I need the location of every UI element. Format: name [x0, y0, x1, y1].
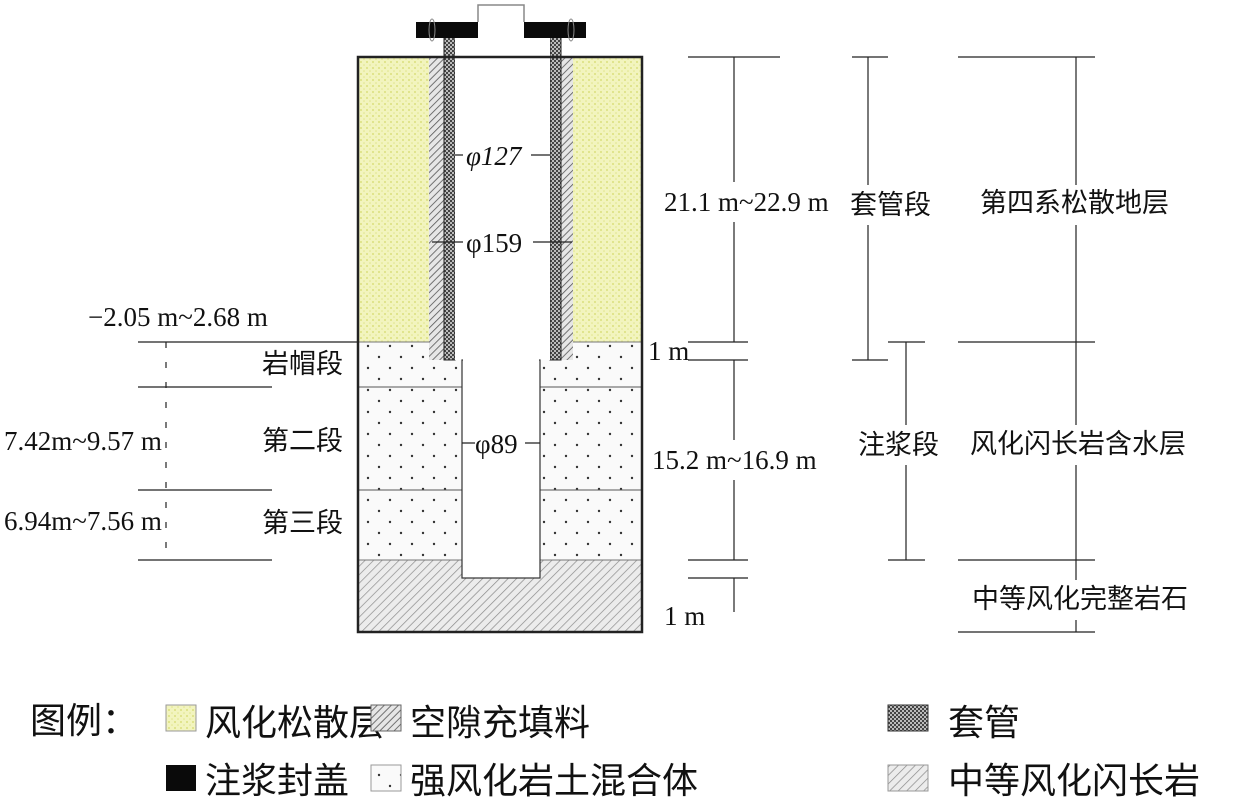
grout-segment-label: 注浆段 [858, 430, 939, 460]
legend-casing: 套管 [948, 703, 1020, 743]
segment-third: 第三段 [262, 508, 343, 538]
gap-fill-left [429, 57, 444, 360]
casing-segment-label: 套管段 [850, 190, 931, 220]
segment-third-length: 6.94m~7.56 m [4, 506, 162, 536]
gap-bottom-label: 1 m [664, 601, 705, 631]
segment-rock-cap: 岩帽段 [262, 349, 343, 379]
diameter-127-label: φ127 [466, 141, 523, 171]
diameter-89-label: φ89 [475, 429, 518, 459]
segment-second: 第二段 [262, 426, 343, 456]
legend-loose-layer: 风化松散层 [205, 703, 385, 743]
legend: 图例： 风化松散层 空隙充填料 套管 注浆封盖 强风化岩土混合体 中等风化闪长岩 [30, 701, 1200, 801]
grout-cap-left [416, 22, 478, 38]
pipe-dimensions: φ127 φ159 φ89 [432, 140, 572, 459]
legend-gap-fill: 空隙充填料 [410, 703, 590, 743]
top-depth-label: −2.05 m~2.68 m [88, 302, 268, 332]
casing-left [443, 32, 456, 361]
legend-medium-rock: 中等风化闪长岩 [948, 761, 1200, 801]
gap-fill-right [561, 57, 573, 360]
segment-second-length: 7.42m~9.57 m [4, 426, 162, 456]
legend-weathered-mix: 强风化岩土混合体 [410, 761, 698, 801]
legend-grout-cap: 注浆封盖 [205, 761, 349, 801]
diameter-159-label: φ159 [466, 228, 522, 258]
right-dimensions: 21.1 m~22.9 m 1 m 15.2 m~16.9 m 1 m 套管段 … [648, 56, 1238, 633]
grout-length-label: 15.2 m~16.9 m [652, 445, 817, 475]
casing-right [549, 32, 562, 361]
grout-hole [461, 359, 541, 579]
casing-length-label: 21.1 m~22.9 m [664, 187, 829, 217]
stratum-intact-rock: 中等风化完整岩石 [972, 584, 1188, 614]
left-dimensions: −2.05 m~2.68 m 岩帽段 第二段 第三段 7.42m~9.57 m … [4, 302, 358, 561]
stratum-aquifer: 风化闪长岩含水层 [970, 429, 1186, 459]
grout-cap-right [524, 22, 586, 38]
borehole-column [356, 4, 644, 634]
legend-title: 图例： [30, 701, 138, 741]
gap-top-label: 1 m [648, 336, 689, 366]
stratum-quaternary: 第四系松散地层 [980, 188, 1169, 218]
